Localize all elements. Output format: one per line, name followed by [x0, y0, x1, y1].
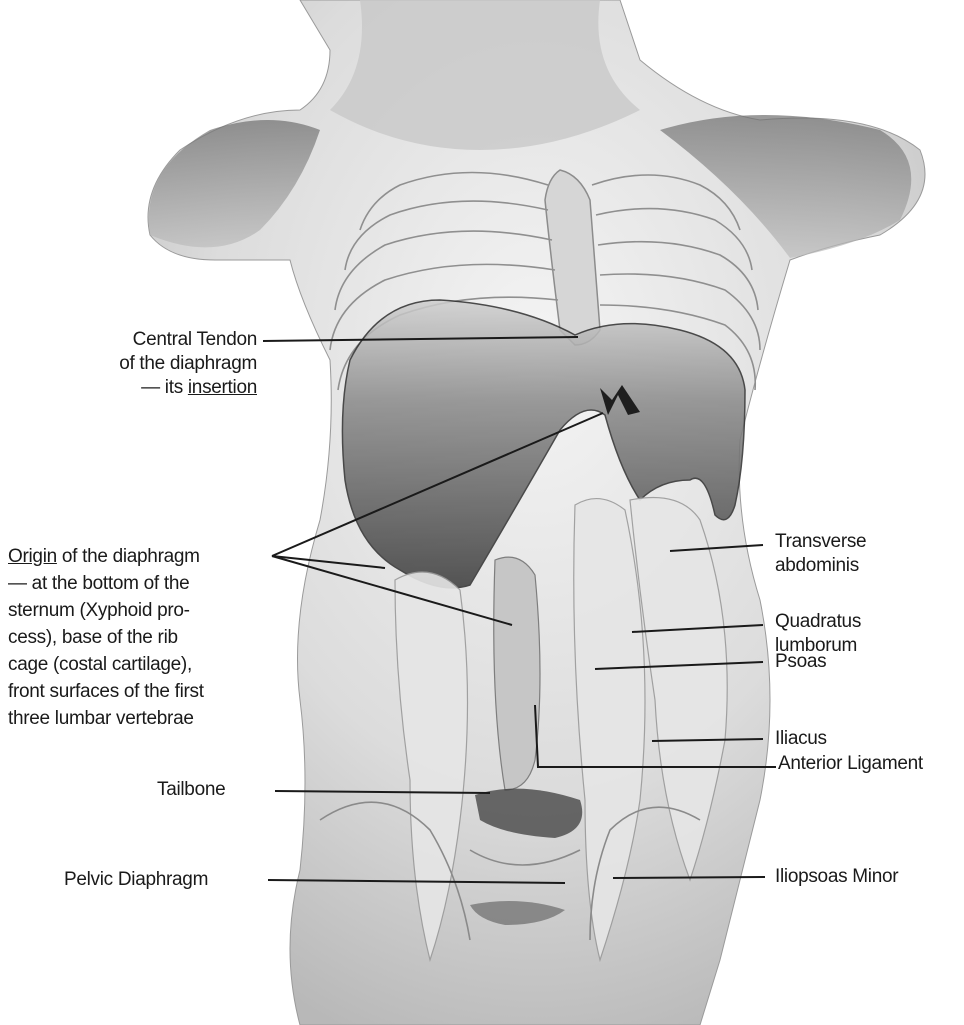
leader-origin-3 [272, 556, 512, 625]
origin-line4: cess), base of the rib [8, 624, 204, 651]
leader-origin-2 [272, 556, 385, 568]
leader-origin-1 [272, 413, 603, 556]
label-iliopsoas-minor: Iliopsoas Minor [775, 865, 898, 889]
quadratus-line1: Quadratus [775, 610, 861, 634]
transverse-line2: abdominis [775, 554, 866, 578]
label-anterior-ligament: Anterior Ligament [778, 752, 923, 776]
origin-line3: sternum (Xyphoid pro- [8, 597, 204, 624]
central-tendon-line1: Central Tendon [119, 328, 257, 352]
label-tailbone: Tailbone [157, 778, 225, 802]
leader-quadratus [632, 625, 763, 632]
leader-transverse [670, 545, 763, 551]
origin-line5: cage (costal cartilage), [8, 651, 204, 678]
label-transverse-abdominis: Transverse abdominis [775, 530, 866, 578]
leader-psoas [595, 662, 763, 669]
origin-line6: front surfaces of the first [8, 678, 204, 705]
label-iliacus: Iliacus [775, 727, 827, 751]
origin-line1-rest: of the diaphragm [57, 546, 200, 567]
label-central-tendon: Central Tendon of the diaphragm — its in… [119, 328, 257, 400]
leader-iliacus [652, 739, 763, 741]
central-tendon-line2: of the diaphragm [119, 352, 257, 376]
origin-term: Origin [8, 546, 57, 567]
origin-line2: — at the bottom of the [8, 570, 204, 597]
central-tendon-line3: — its insertion [119, 376, 257, 400]
leader-anterior-ligament [535, 705, 776, 767]
leader-pelvic-diaphragm [268, 880, 565, 883]
leader-iliopsoas-minor [613, 877, 765, 878]
leader-central-tendon [263, 337, 578, 341]
insertion-term: insertion [188, 377, 257, 398]
label-origin: Origin of the diaphragm — at the bottom … [8, 543, 204, 732]
transverse-line1: Transverse [775, 530, 866, 554]
label-pelvic-diaphragm: Pelvic Diaphragm [64, 868, 208, 892]
central-tendon-prefix: — its [141, 377, 188, 398]
label-psoas: Psoas [775, 650, 826, 674]
leader-tailbone [275, 791, 490, 793]
origin-line1: Origin of the diaphragm [8, 543, 204, 570]
origin-line7: three lumbar vertebrae [8, 705, 204, 732]
